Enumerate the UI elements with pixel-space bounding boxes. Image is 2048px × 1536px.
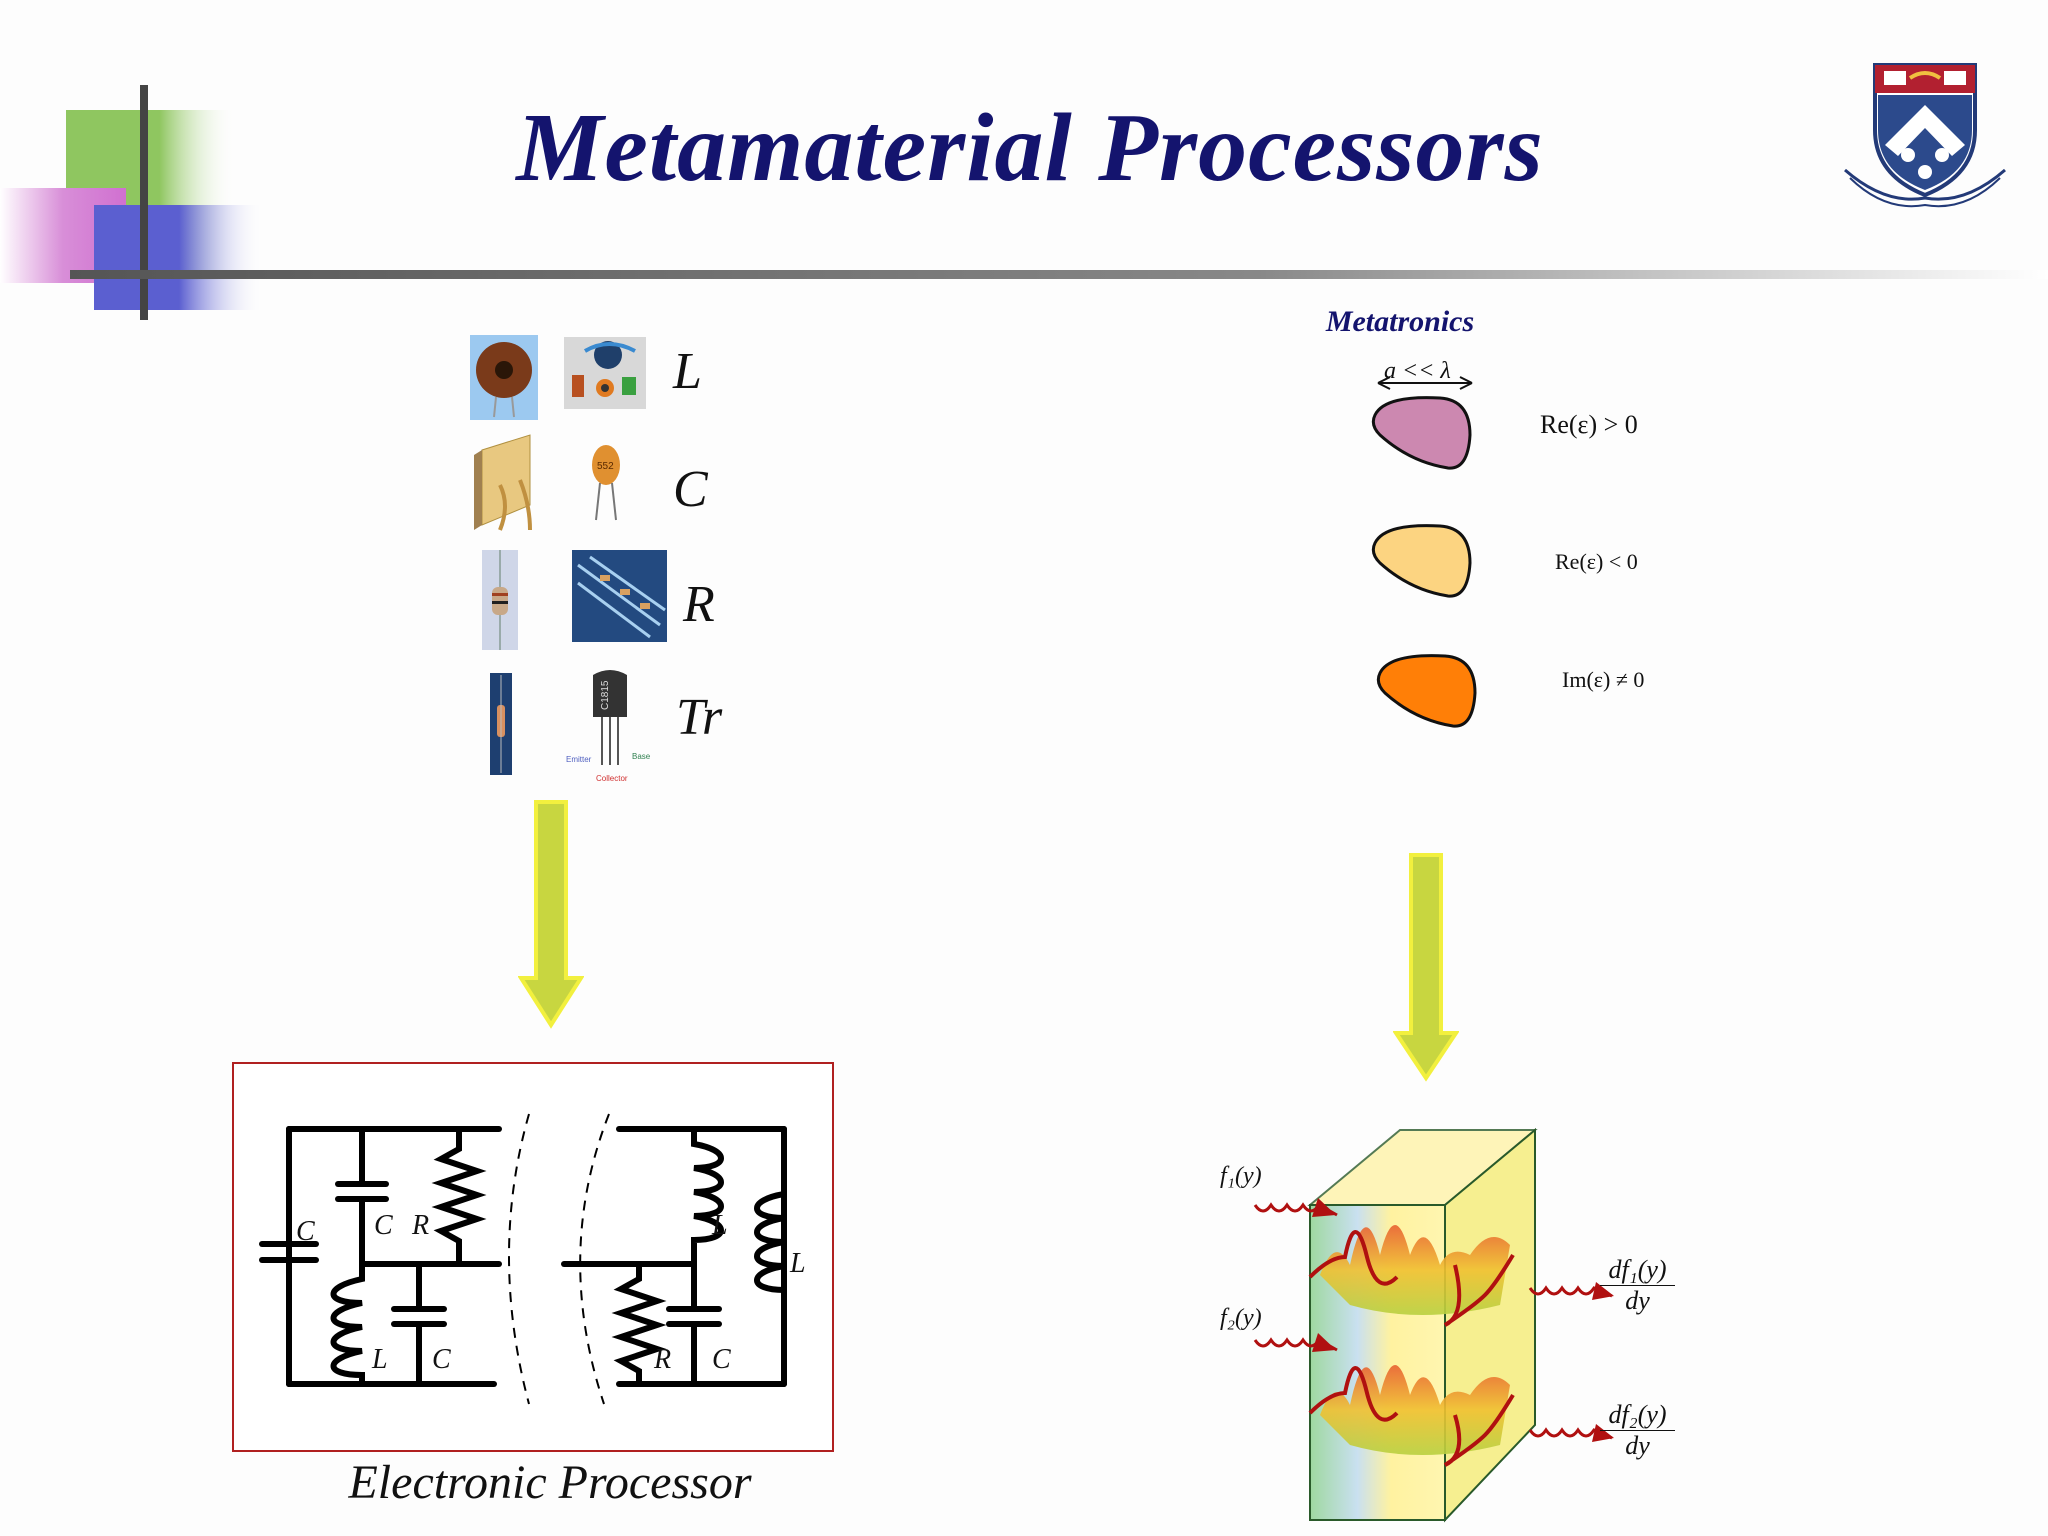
electronic-processor-caption: Electronic Processor [348, 1456, 752, 1509]
output-derivative-1: df₁(y) dy [1600, 1255, 1675, 1316]
metatronics-title: Metatronics [1325, 305, 1475, 338]
circuit-label-r-right: R [654, 1344, 672, 1375]
circuit-frame: C C R L C L L R C [232, 1062, 834, 1452]
circuit-label-l-bottom: L [372, 1344, 388, 1375]
slide-title: Metamaterial Processors [516, 94, 1544, 202]
down-arrow-right [1393, 853, 1459, 1082]
output-2-numerator: df₂(y) [1600, 1400, 1675, 1431]
transistor-label: Tr [676, 689, 723, 746]
resistor-label: R [683, 576, 715, 633]
blue-block [94, 205, 264, 310]
header-rule [70, 270, 2048, 279]
transistor-part-number: C1815 [600, 680, 611, 710]
down-arrow-left [518, 800, 584, 1029]
circuit-diagram [259, 1113, 787, 1405]
input-f2-label: f₂(y) [1220, 1305, 1262, 1331]
ceramic-capacitor-image: 552 [592, 445, 620, 521]
circuit-label-l-right: L [790, 1248, 806, 1279]
header-decoration [0, 0, 2048, 330]
inductor-set-image [564, 337, 646, 409]
crest-svg [1844, 63, 2006, 208]
toroid-inductor-image [470, 335, 538, 420]
size-condition-arrow [1377, 376, 1473, 390]
input-wave-arrows [1253, 1198, 1338, 1352]
circuit-label-l-right-top: L [712, 1210, 728, 1241]
resistor-image [482, 550, 518, 650]
pin-collector-label: Collector [596, 774, 628, 783]
transistor-image: C1815 Emitter Base Collector [566, 670, 651, 783]
metatronic-particle-lossy [1376, 654, 1477, 728]
pin-emitter-label: Emitter [566, 755, 592, 764]
component-photos-svg: 552 [470, 335, 667, 783]
circuit-label-r-top: R [412, 1210, 430, 1241]
plate-capacitor-image [474, 434, 532, 531]
axial-component-image [490, 673, 512, 775]
metamaterial-block-illustration [1307, 1127, 1538, 1523]
component-photos: 552 [460, 325, 690, 805]
condition-lossy: Im(ε) ≠ 0 [1562, 667, 1645, 692]
pin-base-label: Base [632, 752, 651, 761]
output-wave-arrows [1528, 1282, 1614, 1442]
crest-logo [1840, 60, 2010, 210]
condition-positive: Re(ε) > 0 [1540, 410, 1638, 439]
output-1-numerator: df₁(y) [1600, 1255, 1675, 1286]
resistor-strip-image [572, 550, 667, 642]
output-derivative-2: df₂(y) dy [1600, 1400, 1675, 1461]
metatronic-particle-negative [1371, 524, 1472, 598]
condition-negative: Re(ε) < 0 [1555, 549, 1638, 574]
input-f1-label: f₁(y) [1220, 1163, 1262, 1189]
output-1-denominator: dy [1625, 1286, 1650, 1315]
circuit-label-c-top: C [374, 1210, 393, 1241]
capacitor-label: C [673, 461, 708, 518]
size-condition-text: a << λ [1384, 358, 1451, 384]
output-2-denominator: dy [1625, 1431, 1650, 1460]
metatronic-particle-positive [1371, 396, 1472, 470]
circuit-label-c-bottom: C [432, 1344, 451, 1375]
svg-text:552: 552 [597, 461, 614, 472]
header-decoration-svg [0, 85, 2048, 320]
inductor-label: L [673, 343, 702, 400]
vertical-rule [140, 85, 148, 320]
circuit-label-c-right: C [712, 1344, 731, 1375]
circuit-label-c-left: C [296, 1216, 315, 1247]
